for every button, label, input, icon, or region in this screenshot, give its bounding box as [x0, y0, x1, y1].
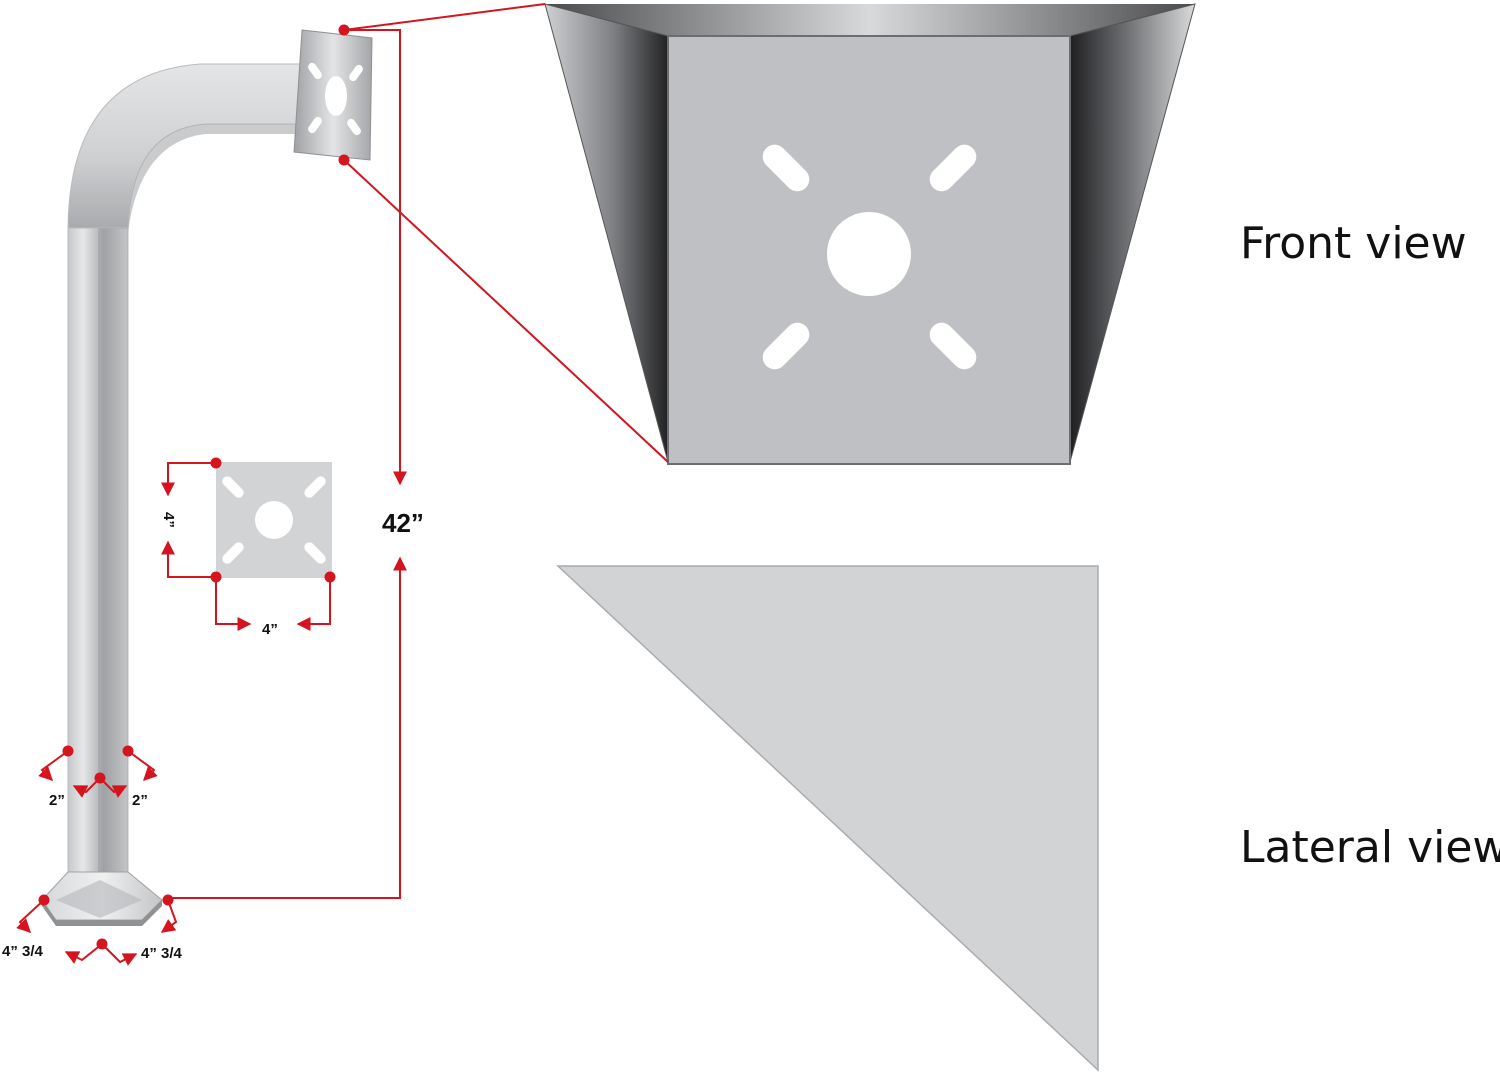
dimension-pipe-left: 2” — [49, 792, 65, 809]
annotation-points — [38, 24, 350, 950]
dimension-plate-width: 4” — [262, 621, 278, 638]
front-view-right-face — [1069, 3, 1196, 463]
lateral-view-label: Lateral view — [1240, 822, 1500, 873]
pole-shaft-shade — [98, 228, 128, 876]
front-view-top-face — [545, 4, 1195, 36]
front-view-center-hole — [827, 212, 911, 296]
gooseneck-pole — [67, 63, 301, 877]
pole-shaft — [67, 227, 129, 877]
front-view-label: Front view — [1240, 218, 1467, 269]
front-view-slot — [929, 144, 977, 192]
dimension-base-left: 4” 3/4 — [2, 943, 44, 960]
base-plate — [41, 871, 163, 926]
dimension-plate-height: 4” — [160, 512, 177, 528]
pole-arm — [67, 63, 301, 233]
front-view-slot — [762, 144, 810, 192]
pole-mount-plate — [293, 29, 373, 161]
dimension-pipe-right: 2” — [132, 792, 148, 809]
annotation-lines — [16, 3, 669, 966]
front-view-slot — [929, 322, 977, 370]
lateral-view-drawing — [556, 565, 1099, 1072]
dimension-height: 42” — [382, 508, 424, 538]
front-view-slot — [762, 322, 810, 370]
front-view-drawing — [544, 3, 1196, 465]
plate-detail — [216, 462, 332, 578]
dimension-base-right: 4” 3/4 — [141, 945, 183, 962]
